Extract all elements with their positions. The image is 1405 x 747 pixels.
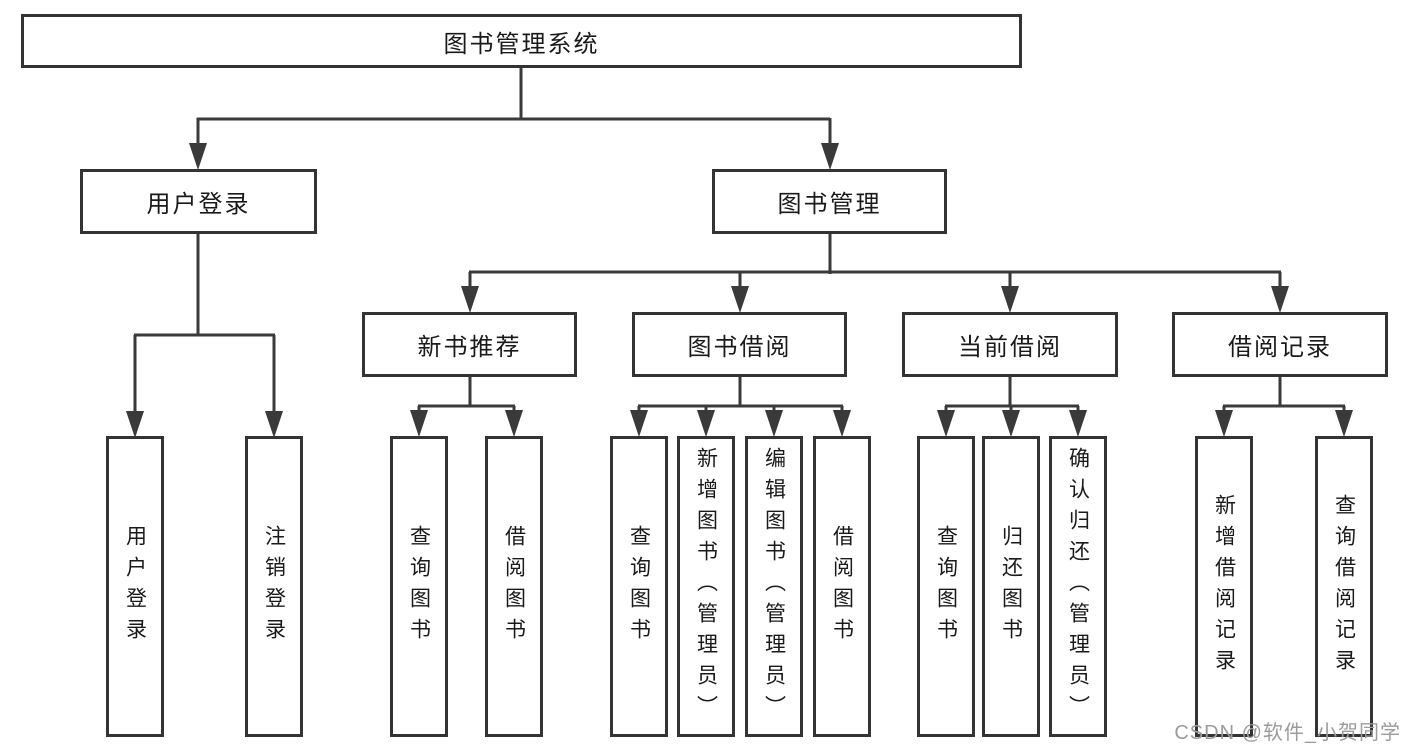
node-label: 当前借阅 <box>958 334 1062 361</box>
node-book-management: 图书管理 <box>712 169 947 234</box>
leaf-label: 借阅图书 <box>830 524 854 649</box>
leaf-query-borrow-record: 查询借阅记录 <box>1315 436 1373 737</box>
leaf-query-books-borrowing: 查询图书 <box>610 436 668 737</box>
leaf-label: 用户登录 <box>123 524 147 649</box>
node-borrowing-records: 借阅记录 <box>1172 312 1388 377</box>
leaf-label: 确认归还（管理员） <box>1066 447 1090 726</box>
leaf-logout-login: 注销登录 <box>245 436 303 737</box>
node-library-system: 图书管理系统 <box>21 14 1022 68</box>
watermark: CSDN @软件_小贺同学 <box>1174 722 1401 744</box>
leaf-label: 归还图书 <box>999 524 1023 649</box>
node-label: 借阅记录 <box>1228 334 1332 361</box>
leaf-return-book: 归还图书 <box>982 436 1040 737</box>
leaf-query-books-current: 查询图书 <box>917 436 975 737</box>
leaf-label: 借阅图书 <box>502 524 526 649</box>
leaf-add-book-admin: 新增图书（管理员） <box>677 436 735 737</box>
leaf-label: 注销登录 <box>262 524 286 649</box>
node-label: 图书管理系统 <box>443 30 600 58</box>
leaf-label: 查询图书 <box>627 524 651 649</box>
leaf-borrow-books-recommend: 借阅图书 <box>485 436 543 737</box>
leaf-label: 查询图书 <box>407 524 431 649</box>
node-label: 用户登录 <box>146 191 251 218</box>
leaf-label: 编辑图书（管理员） <box>762 447 786 726</box>
leaf-query-books-recommend: 查询图书 <box>390 436 448 737</box>
node-label: 图书管理 <box>777 191 882 218</box>
leaf-label: 查询借阅记录 <box>1332 493 1356 680</box>
leaf-confirm-return-admin: 确认归还（管理员） <box>1049 436 1107 737</box>
node-book-borrowing: 图书借阅 <box>632 312 847 377</box>
node-label: 新书推荐 <box>417 334 522 361</box>
leaf-edit-book-admin: 编辑图书（管理员） <box>745 436 803 737</box>
node-new-book-recommend: 新书推荐 <box>362 312 577 377</box>
leaf-label: 新增图书（管理员） <box>694 447 718 726</box>
node-user-login: 用户登录 <box>80 169 317 234</box>
leaf-label: 新增借阅记录 <box>1212 493 1236 680</box>
leaf-borrow-books-borrowing: 借阅图书 <box>813 436 871 737</box>
node-current-borrowing: 当前借阅 <box>902 312 1118 377</box>
leaf-user-login: 用户登录 <box>106 436 164 737</box>
node-label: 图书借阅 <box>687 334 792 361</box>
leaf-add-borrow-record: 新增借阅记录 <box>1195 436 1253 737</box>
leaf-label: 查询图书 <box>934 524 958 649</box>
